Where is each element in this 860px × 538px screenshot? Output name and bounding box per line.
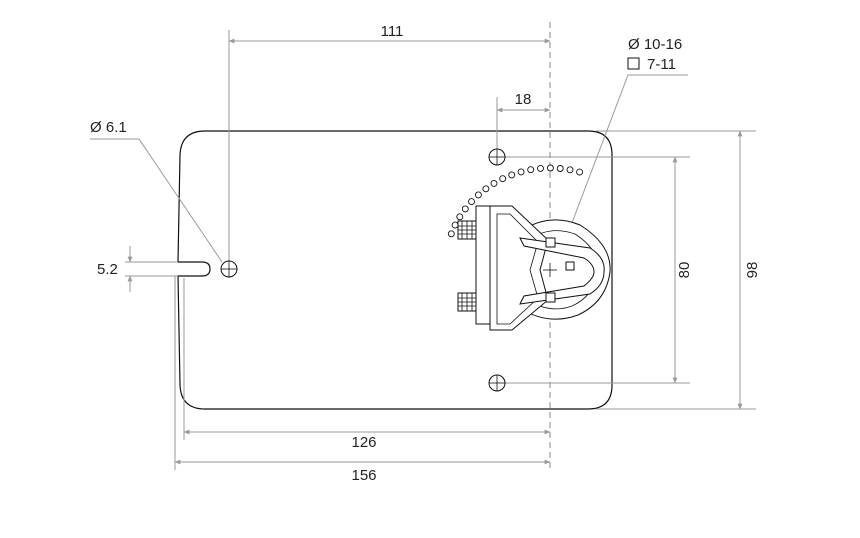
scale-dot	[482, 185, 490, 193]
shaft-square-label: 7-11	[647, 56, 676, 73]
scale-dot	[556, 165, 564, 172]
scale-dot	[456, 213, 464, 221]
actuator-housing	[177, 130, 613, 410]
scale-dot	[451, 221, 459, 229]
scale-dot	[468, 198, 475, 206]
slot-width-label: 5.2	[97, 261, 118, 278]
clamp-nut-bottom	[457, 292, 477, 312]
scale-dot	[474, 191, 482, 199]
dim-111-label: 111	[381, 23, 404, 40]
dim-156-label: 156	[351, 467, 376, 484]
hole-diameter-label: Ø 6.1	[90, 119, 127, 136]
scale-dot	[508, 171, 516, 179]
scale-dot	[447, 230, 455, 238]
scale-dot	[537, 164, 544, 172]
mounting-hole-left	[220, 260, 238, 278]
shaft-clamp	[457, 205, 611, 331]
dim-18-label: 18	[515, 91, 532, 108]
scale-dot	[527, 166, 535, 174]
scale-dot	[499, 175, 507, 183]
scale-dot	[461, 205, 469, 213]
scale-dot	[576, 168, 584, 176]
square-shaft-symbol	[627, 57, 640, 70]
mounting-hole-top	[488, 148, 506, 166]
scale-dot	[490, 179, 498, 187]
dim-98-label: 98	[744, 262, 761, 279]
scale-dot	[517, 168, 525, 176]
shaft-round-label: Ø 10-16	[628, 36, 682, 53]
dim-126-label: 126	[351, 434, 376, 451]
clamp-nut-top	[457, 220, 477, 240]
dim-80-label: 80	[676, 262, 693, 279]
position-scale	[447, 164, 584, 238]
scale-dot	[546, 164, 554, 172]
scale-dot	[566, 166, 574, 174]
mounting-hole-bottom	[488, 374, 506, 392]
